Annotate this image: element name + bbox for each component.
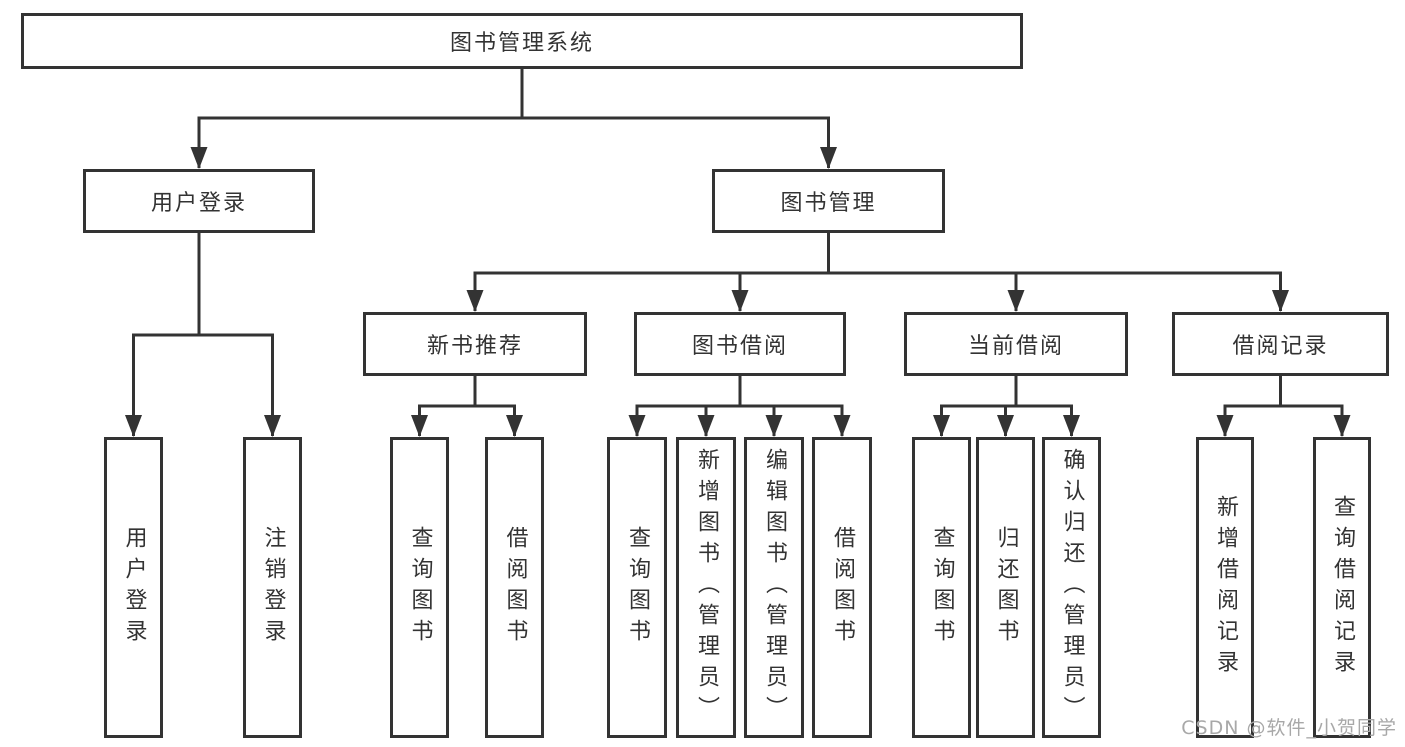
book-management-children-connectors — [466, 233, 1289, 312]
leaf-current-query-books-label: 查询图书 — [929, 525, 955, 650]
leaf-newbook-query-books-label: 查询图书 — [407, 525, 433, 650]
node-book-borrow: 图书借阅 — [634, 312, 846, 376]
leaf-current-query-books: 查询图书 — [912, 437, 971, 738]
borrow-records-children-connectors — [1216, 376, 1351, 437]
node-book-management: 图书管理 — [712, 169, 945, 233]
leaf-records-add-record-label: 新增借阅记录 — [1213, 494, 1238, 681]
current-borrow-children-connectors — [933, 376, 1080, 437]
node-current-borrow-label: 当前借阅 — [967, 334, 1064, 359]
csdn-watermark: CSDN @软件_小贺同学 — [1181, 717, 1397, 739]
leaf-borrow-edit-book-admin: 编辑图书（管理员） — [744, 437, 804, 738]
leaf-logout-label: 注销登录 — [260, 525, 286, 650]
node-borrow-records: 借阅记录 — [1172, 312, 1389, 376]
new-book-recommend-children-connectors — [411, 376, 523, 437]
root-to-level2-connectors — [190, 69, 837, 169]
leaf-records-add-record: 新增借阅记录 — [1196, 437, 1254, 738]
node-new-book-recommend: 新书推荐 — [363, 312, 587, 376]
node-borrow-records-label: 借阅记录 — [1232, 334, 1329, 359]
leaf-current-return-books: 归还图书 — [976, 437, 1035, 738]
leaf-borrow-query-books-label: 查询图书 — [625, 525, 650, 650]
node-root-label: 图书管理系统 — [449, 31, 594, 56]
user-login-children-connectors — [125, 233, 281, 437]
leaf-borrow-query-books: 查询图书 — [607, 437, 667, 738]
node-user-login-label: 用户登录 — [150, 191, 247, 216]
leaf-borrow-edit-book-admin-label: 编辑图书（管理员） — [762, 448, 787, 727]
node-book-management-label: 图书管理 — [780, 191, 877, 216]
leaf-current-confirm-return-admin: 确认归还（管理员） — [1042, 437, 1101, 738]
node-user-login: 用户登录 — [83, 169, 315, 233]
leaf-current-confirm-return-admin-label: 确认归还（管理员） — [1059, 448, 1085, 727]
node-current-borrow: 当前借阅 — [904, 312, 1128, 376]
leaf-records-query-record: 查询借阅记录 — [1313, 437, 1371, 738]
leaf-borrow-borrow-books: 借阅图书 — [812, 437, 872, 738]
leaf-user-login: 用户登录 — [104, 437, 163, 738]
node-book-borrow-label: 图书借阅 — [691, 334, 788, 359]
leaf-borrow-add-book-admin-label: 新增图书（管理员） — [694, 448, 719, 727]
leaf-newbook-query-books: 查询图书 — [390, 437, 449, 738]
leaf-current-return-books-label: 归还图书 — [993, 525, 1019, 650]
leaf-user-login-label: 用户登录 — [121, 525, 147, 650]
leaf-newbook-borrow-books-label: 借阅图书 — [502, 525, 528, 650]
leaf-logout: 注销登录 — [243, 437, 302, 738]
node-new-book-recommend-label: 新书推荐 — [426, 334, 523, 359]
leaf-records-query-record-label: 查询借阅记录 — [1330, 494, 1355, 681]
leaf-borrow-add-book-admin: 新增图书（管理员） — [676, 437, 736, 738]
book-borrow-children-connectors — [628, 376, 851, 437]
leaf-borrow-borrow-books-label: 借阅图书 — [830, 525, 855, 650]
leaf-newbook-borrow-books: 借阅图书 — [485, 437, 544, 738]
node-root: 图书管理系统 — [21, 13, 1023, 69]
